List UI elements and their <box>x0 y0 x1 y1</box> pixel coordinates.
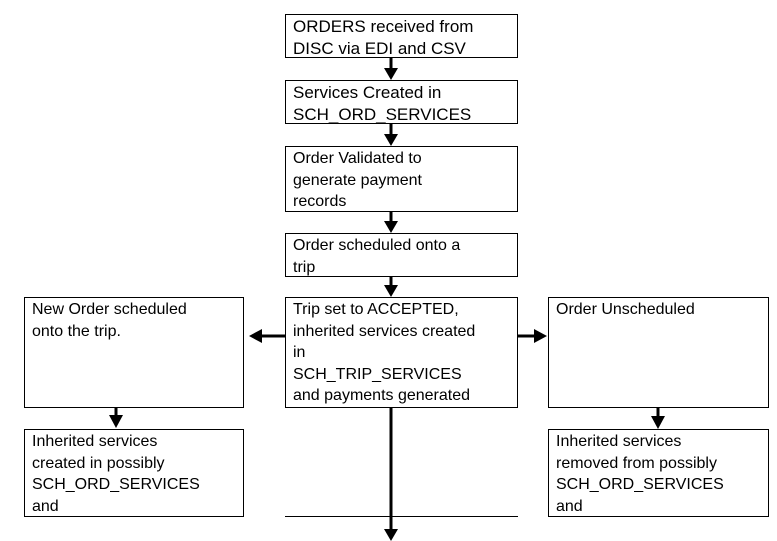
node-new-order-scheduled: New Order scheduled onto the trip. <box>24 297 244 408</box>
arrowhead-trip <box>384 285 398 297</box>
arrowhead-new-order <box>249 329 262 343</box>
node-order-validated: Order Validated to generate payment reco… <box>285 146 518 212</box>
node-trip-accepted: Trip set to ACCEPTED, inherited services… <box>285 297 518 408</box>
arrowhead-inherited-removed <box>651 416 665 429</box>
arrowhead-scheduled <box>384 221 398 233</box>
node-services-created: Services Created in SCH_ORD_SERVICES <box>285 80 518 124</box>
arrowhead-validated <box>384 134 398 146</box>
node-order-unscheduled: Order Unscheduled <box>548 297 769 408</box>
arrowhead-unscheduled <box>534 329 547 343</box>
arrowhead-continues-below <box>384 529 398 541</box>
arrowhead-inherited-created <box>109 415 123 428</box>
node-inherited-removed: Inherited services removed from possibly… <box>548 429 769 517</box>
arrowhead-services <box>384 68 398 80</box>
node-orders-received: ORDERS received from DISC via EDI and CS… <box>285 14 518 58</box>
node-order-scheduled: Order scheduled onto a trip <box>285 233 518 277</box>
offscreen-node-top-edge <box>285 516 518 517</box>
node-inherited-created: Inherited services created in possibly S… <box>24 429 244 517</box>
